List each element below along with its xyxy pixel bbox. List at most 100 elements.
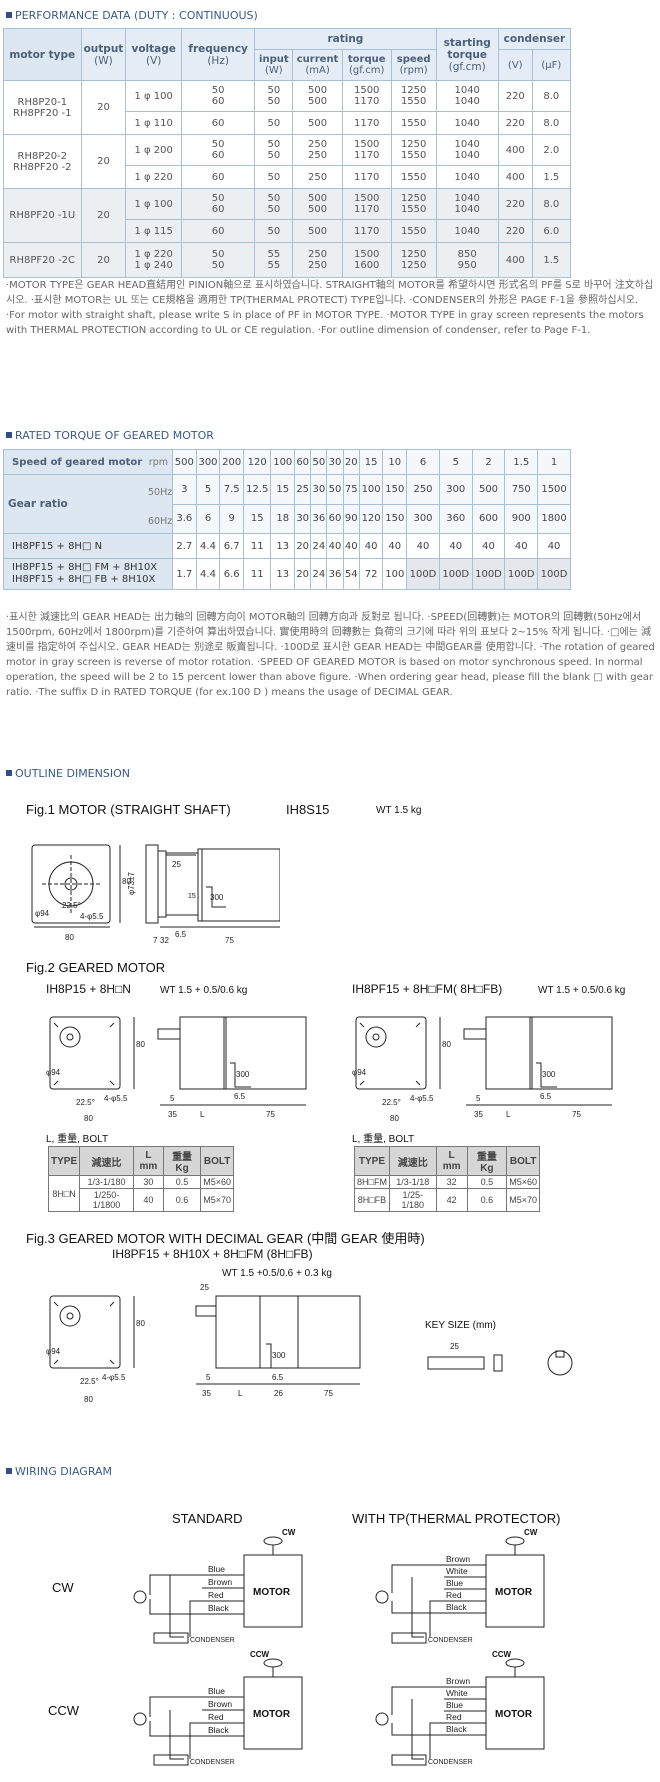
rated-torque-note: ·표시한 減速比의 GEAR HEAD는 出力軸의 回轉方向이 MOTOR軸의 …: [6, 612, 655, 698]
cell-voltage: 1 φ 100: [125, 80, 183, 112]
ratio50-cell: 5: [195, 474, 221, 505]
cell-input: 50 50: [254, 80, 294, 112]
row1-cell: 40: [537, 533, 571, 559]
key-size-drawing: 25: [427, 1342, 573, 1376]
dim-75: 75: [225, 936, 234, 945]
row2-cell: 1.7: [172, 558, 197, 590]
ratio50-cell: 300: [438, 474, 473, 505]
cell-cv: 400: [497, 242, 533, 278]
ratio60-cell: 18: [270, 503, 296, 534]
fig2a-weight: WT 1.5 + 0.5/0.6 kg: [160, 985, 248, 996]
ratio60-cell: 36: [310, 503, 328, 534]
speeds-cell: 500: [172, 449, 197, 475]
section-title-performance: PERFORMANCE DATA (DUTY : CONTINUOUS): [6, 9, 258, 22]
row2-cell: 20: [294, 558, 312, 590]
section-bullet: [6, 12, 12, 18]
ratio60-cell: 600: [471, 503, 506, 534]
section-title-rated-torque: RATED TORQUE OF GEARED MOTOR: [6, 429, 214, 442]
performance-note: ·MOTOR TYPE은 GEAR HEAD直結用인 PINION軸으로 표시하…: [6, 280, 654, 336]
th-condenser: condenser: [497, 28, 572, 50]
cell-cv: 220: [497, 188, 533, 220]
dim-300: 300: [210, 893, 224, 902]
cell-motor-type: RH8PF20 -2C: [3, 242, 82, 278]
wire-black: Black: [208, 1725, 230, 1735]
dim-35: 35: [202, 1389, 211, 1398]
cell-speed: 1250 1550: [390, 134, 437, 166]
ratio60-cell: 90: [342, 503, 360, 534]
section-bullet: [6, 770, 12, 776]
ratio50-cell: 150: [382, 474, 408, 505]
dim-75: 75: [324, 1389, 333, 1398]
ccw-mark: CCW: [250, 1650, 270, 1659]
speeds-cell: 10: [382, 449, 408, 475]
speeds-cell: 1.5: [504, 449, 539, 475]
cell-speed: 1250 1550: [390, 80, 437, 112]
dim-6-5: 6.5: [272, 1373, 284, 1382]
cell-torque: 1500 1600: [341, 242, 392, 278]
dim-35: 35: [474, 1110, 483, 1119]
section-bullet: [6, 432, 12, 438]
th-output: output(W): [80, 28, 127, 81]
cell-cv: 220: [497, 80, 533, 112]
cell-cv: 220: [497, 219, 533, 243]
cell-current: 500: [292, 219, 343, 243]
row1-cell: 40: [326, 533, 344, 559]
row1-cell: 40: [471, 533, 506, 559]
cell-input: 50: [254, 111, 294, 135]
ratio50-cell: 50: [326, 474, 344, 505]
wire-red: Red: [208, 1712, 224, 1722]
wire-brown: Brown: [446, 1554, 470, 1564]
cell-input: 50: [254, 165, 294, 189]
wire-brown: Brown: [446, 1676, 470, 1686]
dim-15: 15: [188, 893, 196, 900]
cell-current: 500: [292, 111, 343, 135]
dim-phi94: φ94: [46, 1068, 61, 1077]
wire-black: Black: [446, 1602, 468, 1612]
cell-current: 250 250: [292, 134, 343, 166]
cell-current: 500 500: [292, 80, 343, 112]
ratio50-cell: 7.5: [219, 474, 245, 505]
cell-freq: 60: [181, 111, 256, 135]
row1-cell: 40: [358, 533, 384, 559]
cell-voltage: 1 φ 220: [125, 165, 183, 189]
dim-80b: 80: [136, 1319, 145, 1328]
cell-speed: 1250 1250: [390, 242, 437, 278]
ratio60-cell: 1800: [537, 503, 571, 534]
wire-brown: Brown: [208, 1699, 232, 1709]
speeds-cell: 50: [310, 449, 328, 475]
dim-300: 300: [236, 1070, 250, 1079]
cell-cuf: 2.0: [531, 134, 572, 166]
dim-phi73: φ73±7: [127, 872, 136, 895]
row1-cell: 40: [342, 533, 360, 559]
fig3-weight: WT 1.5 +0.5/0.6 + 0.3 kg: [222, 1268, 332, 1279]
ratio60-cell: 9: [219, 503, 245, 534]
cell-voltage: 1 φ 100: [125, 188, 183, 220]
cell-cuf: 8.0: [531, 111, 572, 135]
dim-22deg: 22.5°: [80, 1377, 99, 1386]
wiring-diagrams: MOTOR MOTOR MOTOR MOTOR CW CW CCW CCW Bl…: [133, 1528, 545, 1766]
cell-torque: 1500 1170: [341, 188, 392, 220]
motor-label: MOTOR: [495, 1587, 533, 1598]
condenser-label: CONDENSER: [190, 1759, 235, 1766]
bolt-caption-a: L, 重量, BOLT: [46, 1134, 109, 1145]
cell-start: 1040: [435, 219, 499, 243]
dim-25: 25: [200, 1283, 209, 1292]
dim-35: 35: [168, 1110, 177, 1119]
dim-80: 80: [84, 1395, 93, 1404]
fig2b-weight: WT 1.5 + 0.5/0.6 kg: [538, 985, 626, 996]
ratio50-cell: 12.5: [243, 474, 272, 505]
cell-cuf: 8.0: [531, 80, 572, 112]
dim-25: 25: [172, 860, 181, 869]
cell-torque: 1170: [341, 165, 392, 189]
gear-ratio-label: Gear ratio: [3, 474, 173, 534]
motor-label: MOTOR: [495, 1709, 533, 1720]
ratio50-cell: 100: [358, 474, 384, 505]
key-size-label: KEY SIZE (mm): [425, 1320, 496, 1331]
row1-cell: 2.7: [172, 533, 197, 559]
